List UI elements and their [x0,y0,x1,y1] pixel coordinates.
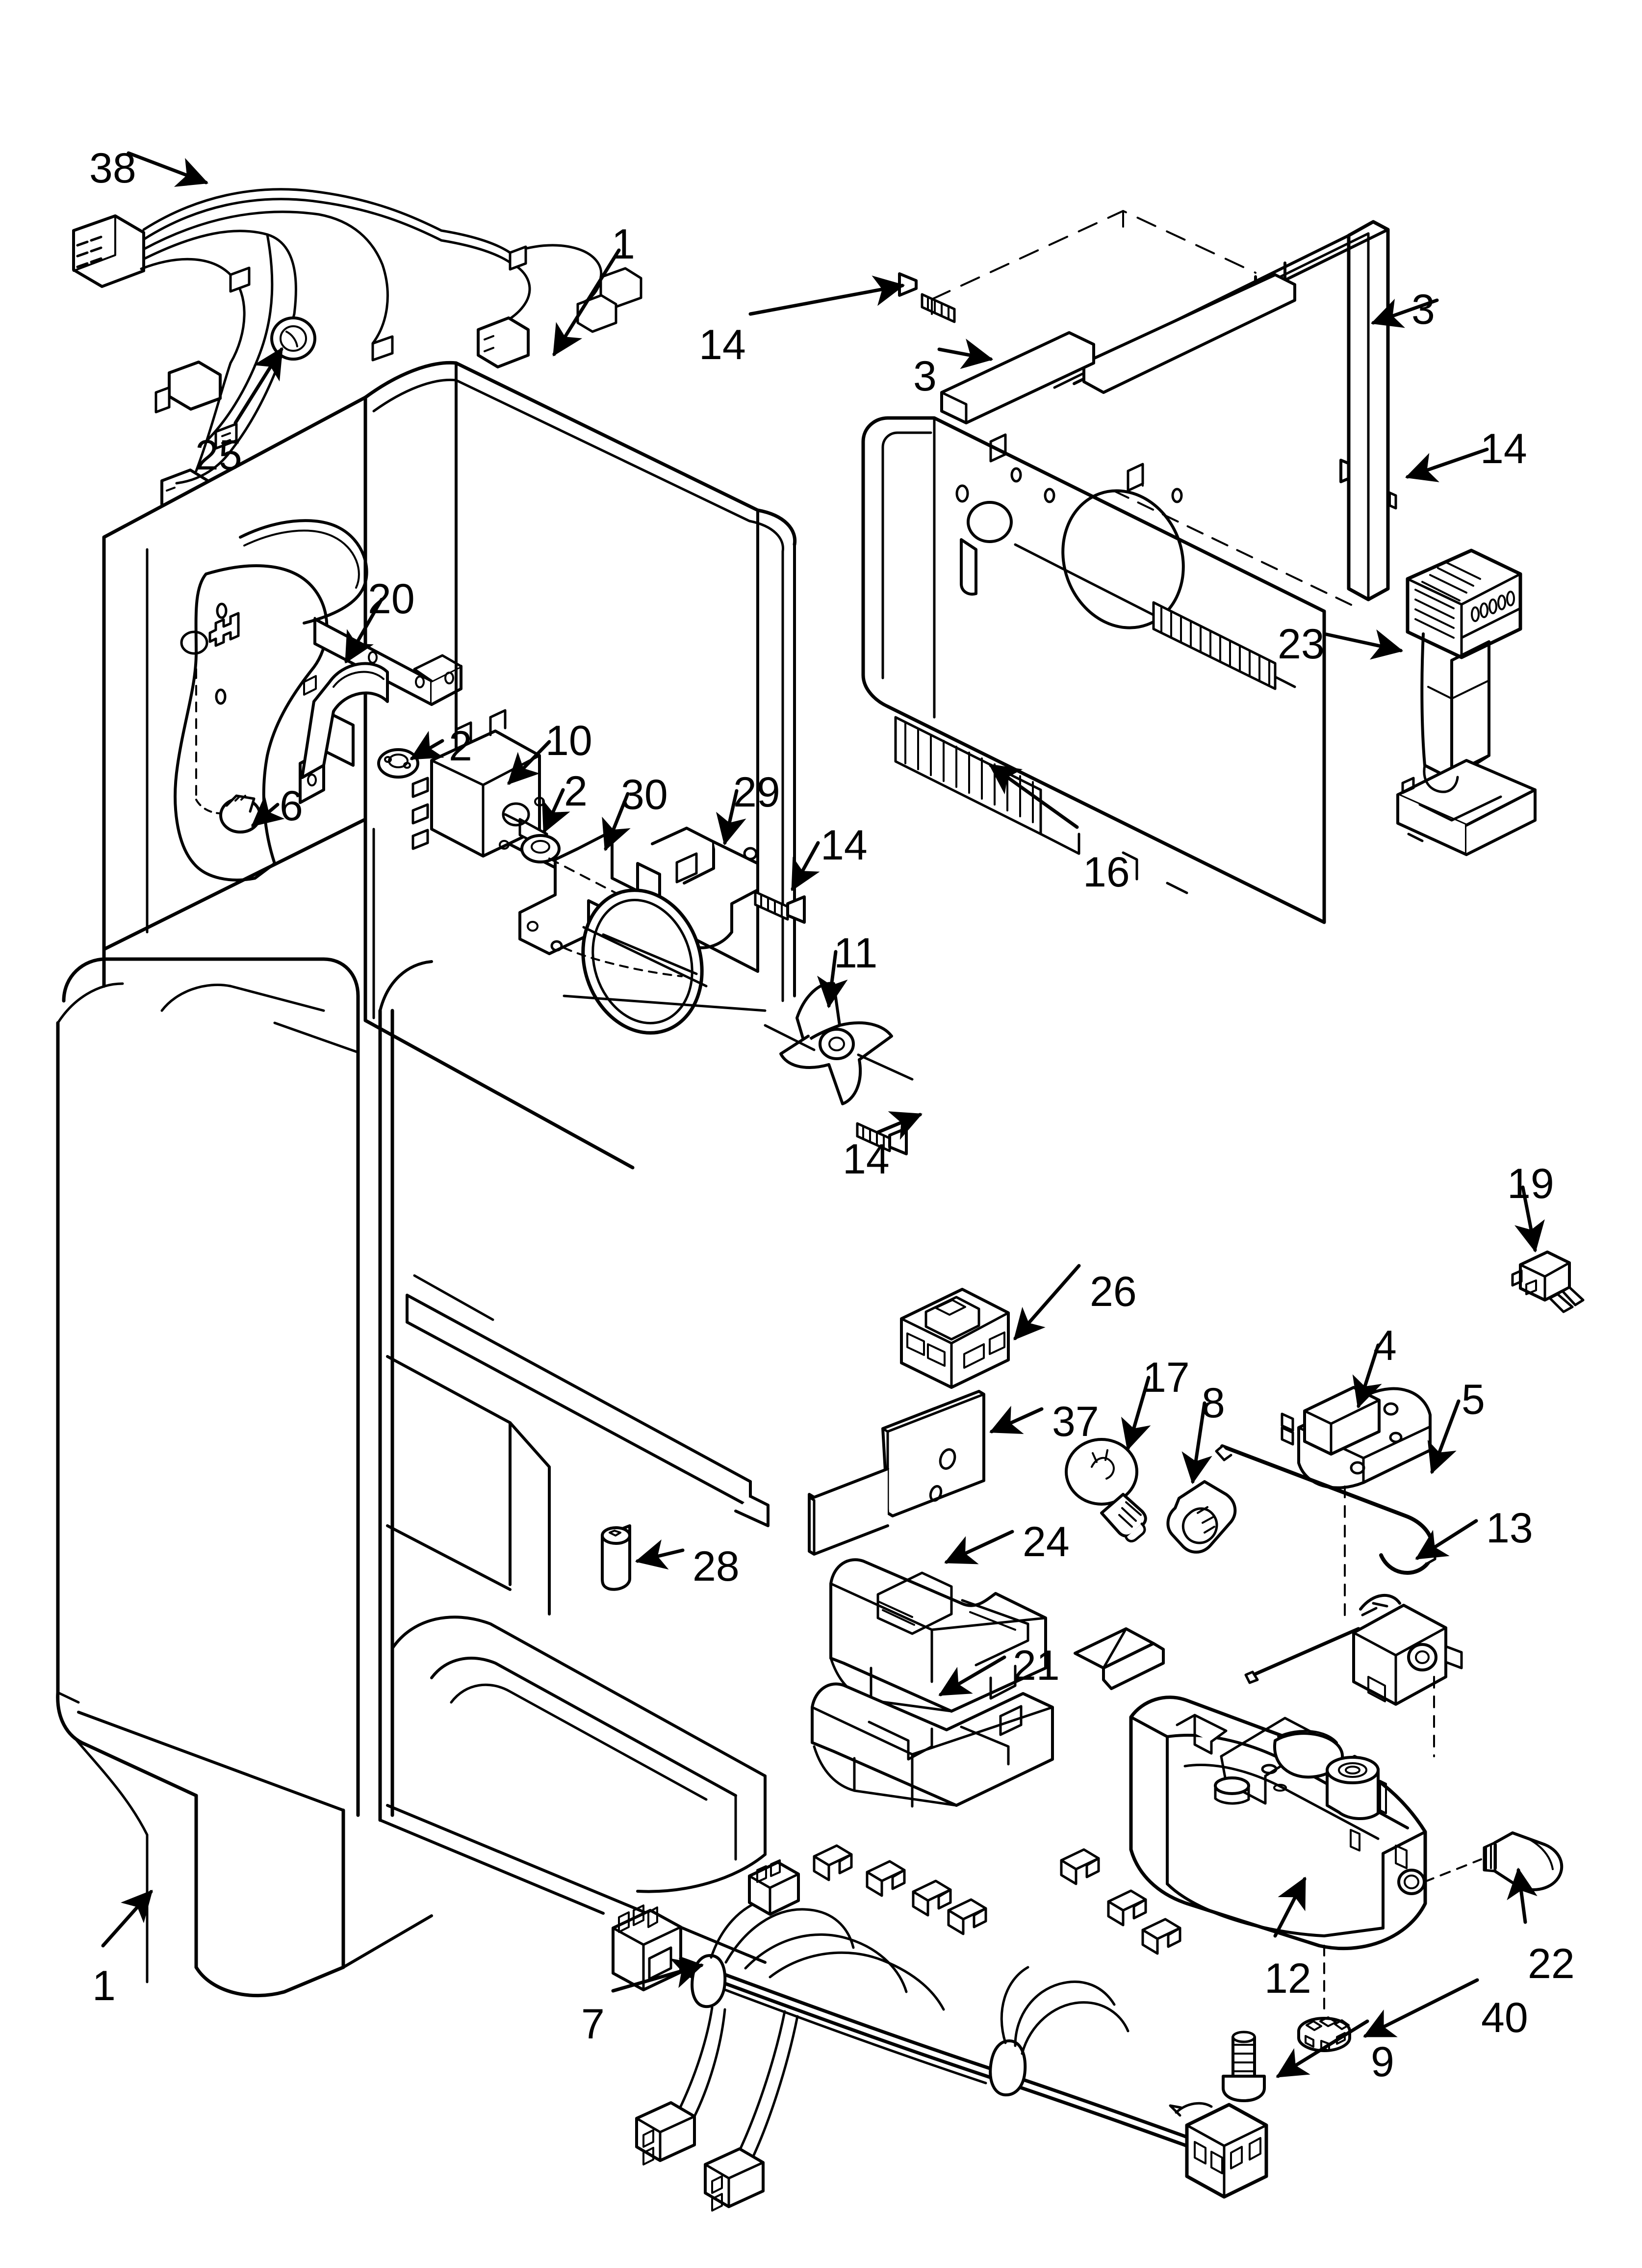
cabinet-liner-art [56,272,1397,1998]
thermostat-art [1244,1593,1463,1757]
callout-6: 6 [280,782,303,830]
control-housing-base-art [811,1682,1054,1808]
callout-30: 30 [621,771,668,818]
callout-2-lower: 2 [564,768,588,815]
callout-10: 10 [545,717,592,764]
wedge-bracket-art [1074,1627,1165,1690]
leader-lines [101,151,1545,2078]
callout-1-top: 1 [612,221,635,268]
callout-7: 7 [581,2001,605,2048]
callout-2-upper: 2 [449,723,472,770]
callout-37: 37 [1052,1398,1099,1445]
mounting-plate-art [808,1390,985,1556]
callout-24: 24 [1023,1518,1070,1565]
callout-16: 16 [1083,849,1130,896]
callout-9: 9 [1371,2038,1394,2086]
drain-pan-art [1129,1695,1482,2011]
callout-4: 4 [1373,1322,1397,1369]
air-duct-tower-art [1396,548,1537,856]
callout-8: 8 [1202,1380,1225,1427]
callout-14-fan-blade: 14 [843,1136,890,1183]
callout-5: 5 [1462,1376,1485,1423]
screw-upper-left-art [898,272,956,323]
wire-clip-art [1511,1251,1585,1313]
callout-14-upper-left: 14 [699,321,746,368]
screw-fan-bracket-art [754,890,806,924]
rear-panel-art [861,210,1390,924]
callout-21: 21 [1013,1642,1060,1689]
callout-23: 23 [1278,621,1325,668]
defrost-control-art [1281,1386,1432,1620]
callout-40: 40 [1481,1994,1528,2041]
callout-26: 26 [1090,1268,1137,1315]
hex-screw-art [1222,2031,1266,2102]
callout-17: 17 [1143,1354,1190,1401]
callout-38: 38 [89,145,136,192]
callout-28: 28 [693,1543,740,1590]
relay-overload-cover-art [900,1288,1010,1389]
light-bulb-art [1065,1438,1147,1542]
callout-3-left: 3 [913,353,937,400]
callout-29: 29 [733,769,780,816]
callout-12: 12 [1264,1955,1311,2002]
callout-19: 19 [1507,1160,1554,1207]
callout-14-fan-bracket: 14 [821,822,868,869]
callout-25: 25 [195,432,242,479]
callout-1-bottom: 1 [92,1962,116,2009]
callout-3-right: 3 [1411,286,1435,333]
callout-13: 13 [1486,1505,1533,1552]
main-wire-harness-art [612,1844,1268,2212]
callout-22: 22 [1528,1940,1575,1987]
callout-14-upper-right: 14 [1480,425,1527,472]
push-nut-art [1297,2016,1351,2052]
bulb-socket-clip-art [1166,1480,1237,1554]
callout-20: 20 [368,575,415,623]
leveling-foot-art [1483,1831,1564,1891]
callout-11: 11 [834,930,878,977]
wire-harness-upper-art [72,188,642,517]
